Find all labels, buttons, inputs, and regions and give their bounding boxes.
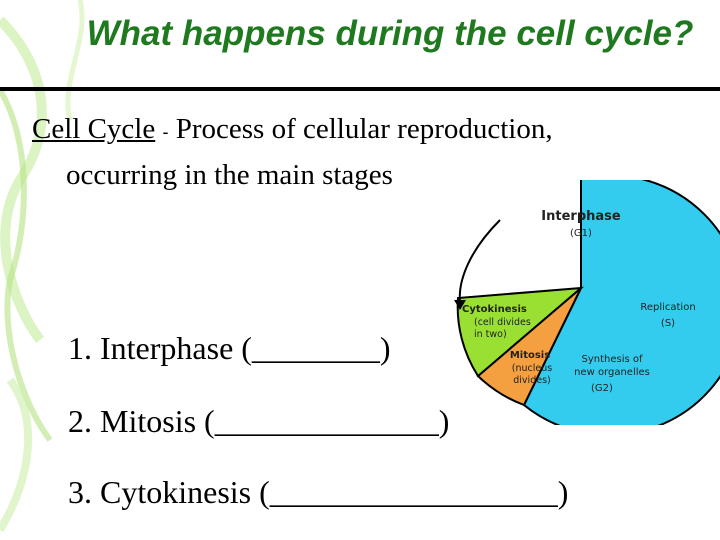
label-mitosis: Mitosis xyxy=(510,350,550,361)
label-g1: (G1) xyxy=(570,228,592,239)
label-cyto-sub-2: in two) xyxy=(474,329,507,340)
stage-number: 3. xyxy=(68,474,92,510)
decorative-swirl xyxy=(0,0,85,533)
cycle-arrow xyxy=(458,219,501,303)
label-g2: (G2) xyxy=(591,383,613,394)
cell-cycle-diagram: Interphase (G1) Replication (S) Synthesi… xyxy=(454,180,720,425)
definition-separator: - xyxy=(162,122,169,142)
slice-cytokinesis xyxy=(456,286,584,378)
stage-item-cytokinesis: 3.Cytokinesis (__________________) xyxy=(68,474,568,511)
stage-text: Mitosis (______________) xyxy=(100,403,450,439)
definition-line-2: occurring in the main stages xyxy=(66,159,393,191)
label-interphase: Interphase xyxy=(541,209,621,224)
label-mitosis-sub-1: (nucleus xyxy=(512,363,552,374)
stage-item-interphase: 1.Interphase (________) xyxy=(68,330,391,367)
label-cyto-sub-1: (cell divides xyxy=(474,317,531,328)
stage-number: 2. xyxy=(68,403,92,439)
stage-text: Interphase (________) xyxy=(100,330,391,366)
definition: Cell Cycle - Process of cellular reprodu… xyxy=(32,108,712,197)
label-mitosis-sub-2: divides) xyxy=(513,375,550,386)
definition-line-1: Process of cellular reproduction, xyxy=(175,113,553,145)
stage-number: 1. xyxy=(68,330,92,366)
arrow-head xyxy=(454,300,466,310)
label-synthesis-1: Synthesis of xyxy=(581,354,643,365)
label-s: (S) xyxy=(661,318,675,329)
stage-text: Cytokinesis (__________________) xyxy=(100,474,569,510)
label-synthesis-2: new organelles xyxy=(574,367,650,378)
slide-title: What happens during the cell cycle? xyxy=(86,14,694,53)
label-replication: Replication xyxy=(640,302,695,313)
definition-term: Cell Cycle xyxy=(32,113,156,145)
slice-interphase xyxy=(522,180,720,425)
stage-item-mitosis: 2.Mitosis (______________) xyxy=(68,403,449,440)
title-divider xyxy=(0,87,720,91)
label-cytokinesis: Cytokinesis xyxy=(462,304,527,315)
